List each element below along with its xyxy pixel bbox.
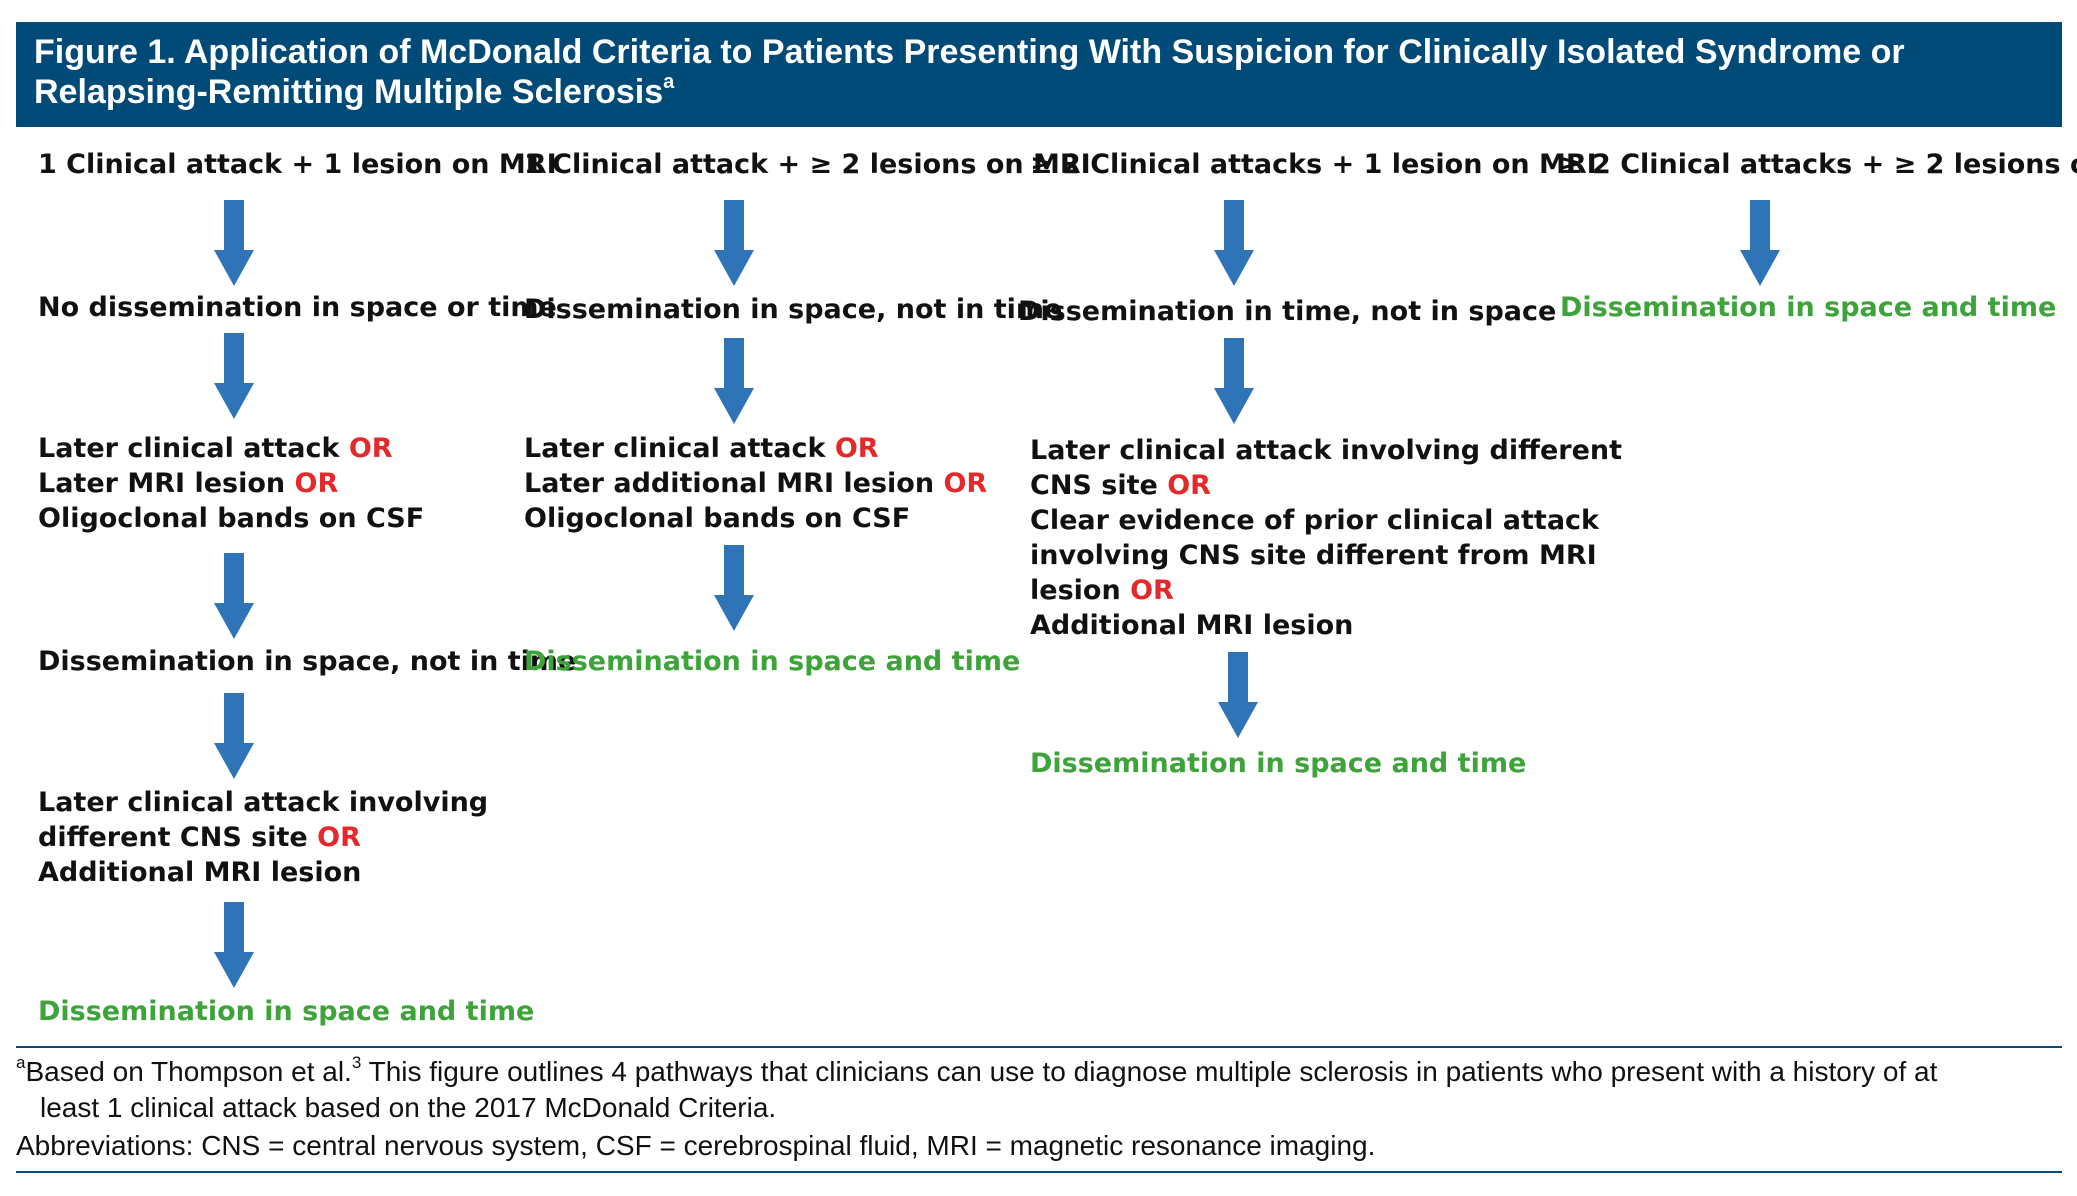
- pathway-3-start: ≥ 2 Clinical attacks + 1 lesion on MRI: [1030, 149, 1597, 180]
- pathway-1-step-1: No dissemination in space or time: [38, 292, 557, 323]
- or-label: OR: [943, 468, 988, 499]
- pathway-3-step-1: Dissemination in time, not in space: [1018, 296, 1557, 327]
- figure-title-bar: Figure 1. Application of McDonald Criter…: [16, 22, 2062, 127]
- down-arrow-icon: [714, 545, 754, 631]
- figure-title-line-2: Relapsing-Remitting Multiple Sclerosisa: [34, 71, 675, 111]
- down-arrow-icon: [714, 338, 754, 424]
- down-arrow-icon: [214, 902, 254, 988]
- footnote-source-cont: least 1 clinical attack based on the 201…: [40, 1092, 777, 1123]
- or-label: OR: [1130, 575, 1174, 606]
- pathway-4-result: Dissemination in space and time: [1560, 292, 2057, 323]
- pathway-2-start: 1 Clinical attack + ≥ 2 lesions on MRI: [524, 149, 1091, 180]
- pathway-4-start: ≥ 2 Clinical attacks + ≥ 2 lesions on MR…: [1560, 149, 2077, 180]
- footnote-source: aBased on Thompson et al.3 This figure o…: [16, 1053, 1938, 1087]
- or-label: OR: [1167, 470, 1211, 501]
- down-arrow-icon: [1214, 338, 1254, 424]
- pathway-1-step-2: Later clinical attack OR Later MRI lesio…: [38, 433, 425, 534]
- pathway-1-result: Dissemination in space and time: [38, 996, 535, 1027]
- figure-title-line-1: Figure 1. Application of McDonald Criter…: [34, 33, 1905, 71]
- title-footnote-marker: a: [663, 71, 675, 93]
- bottom-divider: [16, 1171, 2062, 1173]
- pathway-3-step-2: Later clinical attack involving differen…: [1030, 435, 1623, 641]
- down-arrow-icon: [1214, 200, 1254, 286]
- down-arrow-icon: [214, 553, 254, 639]
- reference-marker: 3: [351, 1053, 362, 1072]
- footnote-abbreviations: Abbreviations: CNS = central nervous sys…: [16, 1130, 1376, 1161]
- pathway-1-step-4: Later clinical attack involving differen…: [38, 787, 489, 888]
- or-label: OR: [317, 822, 361, 853]
- pathway-2-step-1: Dissemination in space, not in time: [524, 294, 1063, 325]
- down-arrow-icon: [214, 693, 254, 779]
- or-label: OR: [348, 433, 393, 464]
- footnote-divider: [16, 1046, 2062, 1048]
- down-arrow-icon: [214, 200, 254, 286]
- pathway-3-result: Dissemination in space and time: [1030, 748, 1527, 779]
- pathway-2-step-2: Later clinical attack OR Later additiona…: [524, 433, 988, 534]
- down-arrow-icon: [214, 333, 254, 419]
- pathway-1-start: 1 Clinical attack + 1 lesion on MRI: [38, 149, 557, 180]
- down-arrow-icon: [1218, 652, 1258, 738]
- or-label: OR: [294, 468, 339, 499]
- down-arrow-icon: [1740, 200, 1780, 286]
- down-arrow-icon: [714, 200, 754, 286]
- pathway-1-step-3: Dissemination in space, not in time: [38, 646, 577, 677]
- pathway-2-result: Dissemination in space and time: [524, 646, 1021, 677]
- or-label: OR: [834, 433, 879, 464]
